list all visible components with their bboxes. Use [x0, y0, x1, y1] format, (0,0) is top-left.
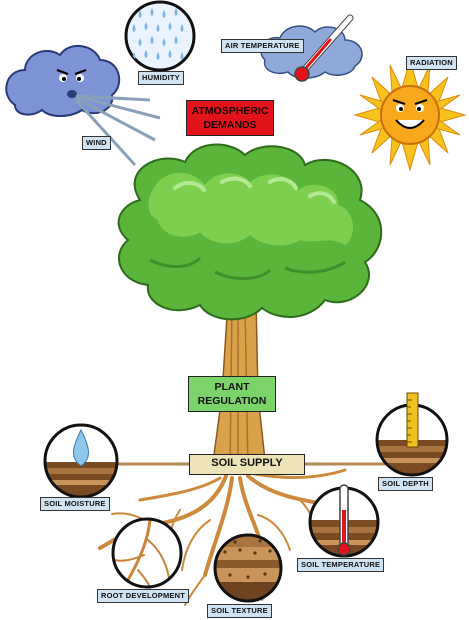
water-drop-circle-icon	[43, 423, 119, 499]
label-radiation: RADIATION	[406, 56, 457, 70]
root-circle-icon	[111, 517, 183, 589]
soil-thermometer-circle-icon	[308, 484, 380, 558]
tree-icon	[117, 143, 383, 321]
wind-cloud-icon	[5, 45, 161, 167]
sun-icon	[353, 58, 467, 172]
ruler-circle-icon	[375, 392, 449, 477]
label-soil-moisture: SOIL MOISTURE	[40, 497, 110, 511]
label-air-temperature: AIR TEMPERATURE	[221, 39, 304, 53]
plant-regulation-box: PLANT REGULATION	[188, 376, 276, 412]
rain-circle-icon	[124, 0, 196, 72]
soil-texture-circle-icon	[213, 533, 283, 603]
soil-supply-box: SOIL SUPPLY	[189, 454, 305, 475]
label-soil-depth: SOIL DEPTH	[378, 477, 433, 491]
label-wind: WIND	[82, 136, 111, 150]
atmospheric-demands-box: ATMOSPHERIC DEMANDS	[186, 100, 274, 136]
label-humidity: HUMIDITY	[138, 71, 184, 85]
label-root-development: ROOT DEVELOPMENT	[97, 589, 190, 603]
label-soil-temperature: SOIL TEMPERATURE	[297, 558, 385, 572]
label-soil-texture: SOIL TEXTURE	[207, 604, 272, 618]
